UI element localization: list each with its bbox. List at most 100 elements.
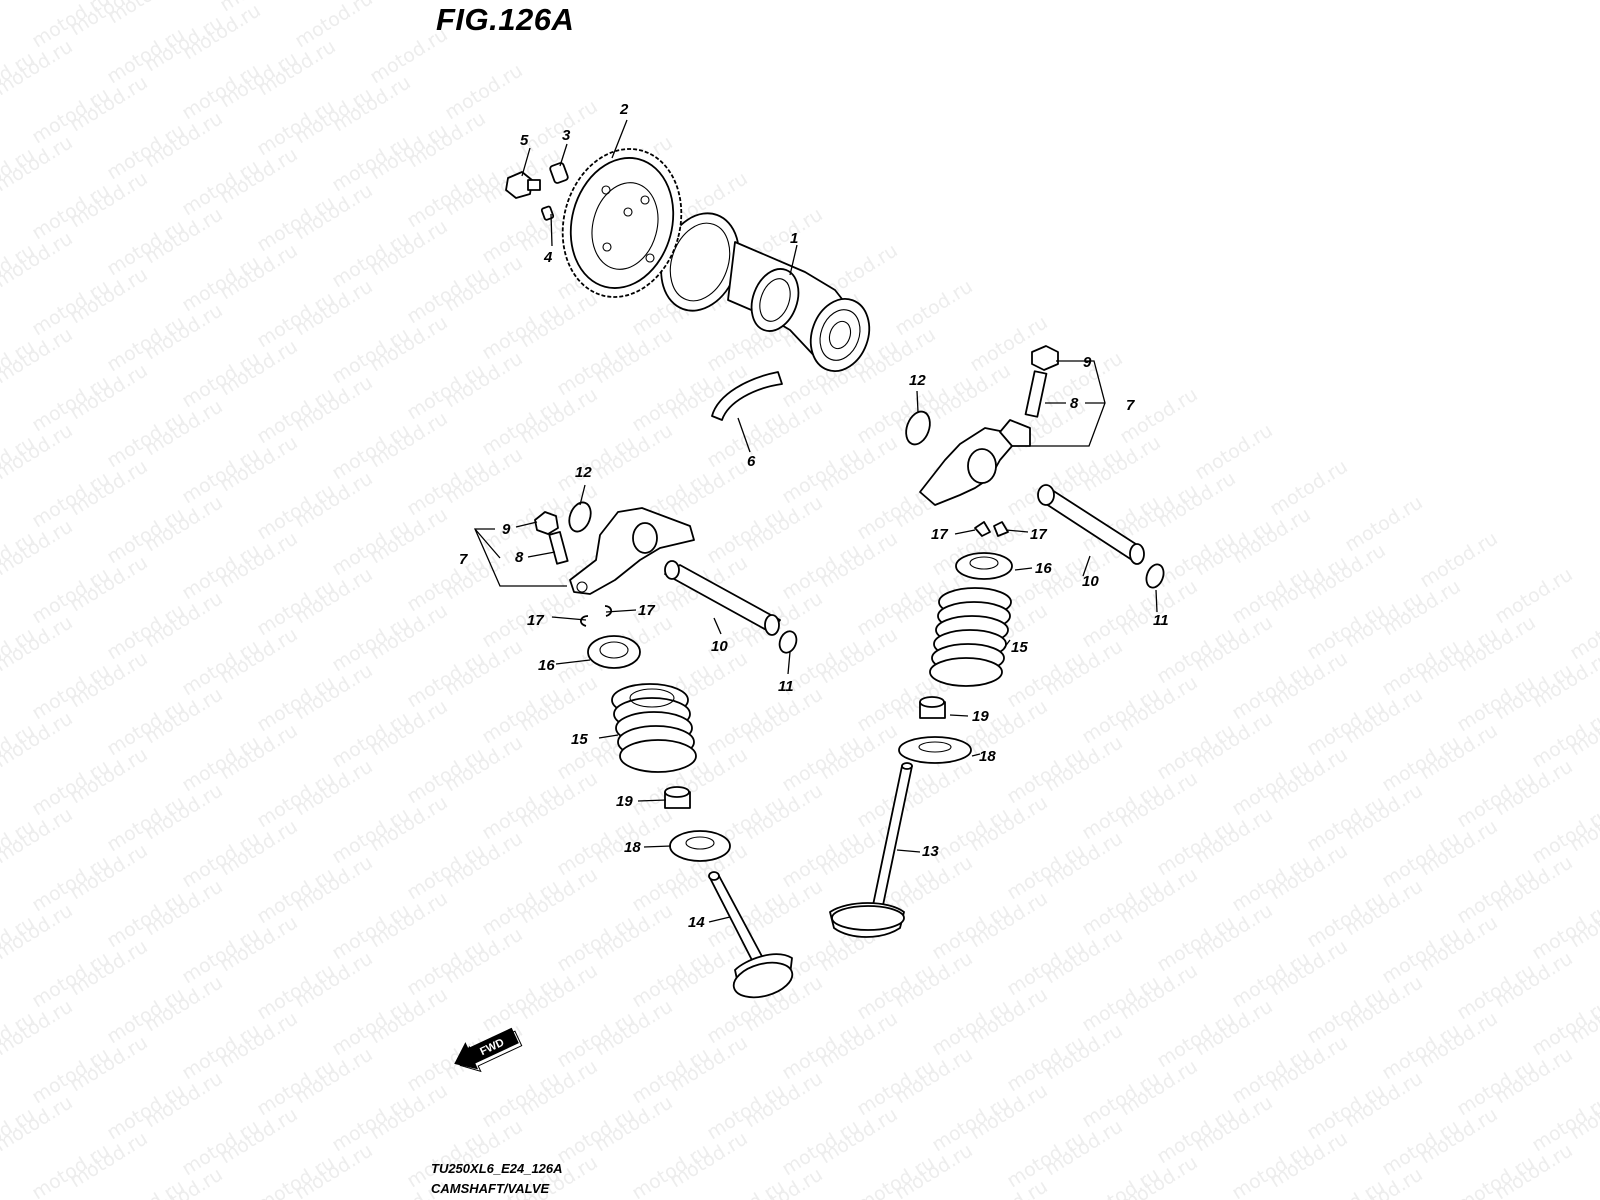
adjust-screw-left-part [548, 531, 569, 565]
o-ring-left-part [568, 501, 592, 533]
watermark-text: motod.ru [0, 959, 2, 1024]
cam-sprocket-part [561, 148, 683, 298]
callout-1: 1 [790, 230, 798, 247]
callout-10-left: 10 [711, 638, 728, 655]
half-ring-part [711, 371, 783, 421]
watermark-text: motod.ru [1116, 383, 1202, 448]
watermark-text: motod.ru [291, 0, 377, 52]
rocker-arm-left-part [569, 507, 695, 595]
spring-retainer-left-part [587, 635, 641, 669]
watermark-text: motod.ru [1416, 527, 1502, 592]
callout-18-left: 18 [624, 839, 641, 856]
watermark-text: motod.ru [853, 1151, 939, 1200]
callout-12-right: 12 [909, 372, 926, 389]
callout-14: 14 [688, 914, 705, 931]
pin-part [540, 205, 555, 221]
watermark-text: motod.ru [0, 287, 2, 352]
watermark-text: motod.ru [1266, 455, 1352, 520]
callout-18-right: 18 [979, 748, 996, 765]
spring-seat-left-part [669, 830, 731, 862]
callout-12-left: 12 [575, 464, 592, 481]
bolt-part [505, 171, 541, 199]
watermark-text: motod.ru [0, 383, 2, 448]
callout-4: 4 [543, 249, 553, 266]
watermark-text: motod.ru [0, 863, 2, 928]
o-ring-right-part [905, 410, 931, 446]
watermark-text: motod.ru [0, 0, 2, 64]
callout-8-right: 8 [1070, 395, 1079, 412]
callout-5: 5 [520, 132, 529, 149]
callout-11-right: 11 [1153, 612, 1169, 629]
callout-17-left-a: 17 [527, 612, 544, 629]
watermark-text: motod.ru [0, 575, 2, 640]
valve-spring-right-part [929, 587, 1012, 687]
watermark-text: motod.ru [0, 671, 2, 736]
callout-6: 6 [747, 453, 756, 470]
callout-19-left: 19 [616, 793, 633, 810]
callout-3: 3 [562, 127, 571, 144]
shaft-ring-right-part [1145, 563, 1165, 589]
watermark-text: motod.ru [1566, 1175, 1600, 1200]
watermark-text: motod.ru [891, 275, 977, 340]
rocker-shaft-right-part [1037, 484, 1145, 565]
callout-8-left: 8 [515, 549, 524, 566]
lock-nut-right-part [1031, 345, 1059, 371]
callout-16-right: 16 [1035, 560, 1052, 577]
callout-labels: 1 2 3 4 5 6 7 8 9 12 17 17 10 11 16 15 1… [459, 101, 1169, 931]
watermark-text: motod.ru [0, 1055, 2, 1120]
watermark-text: motod.ru [0, 0, 77, 4]
watermark-text: motod.ru [703, 1175, 789, 1200]
watermark-text: motod.ru [1191, 419, 1277, 484]
callout-9-left: 9 [502, 521, 511, 538]
spring-seat-right-part [898, 736, 972, 764]
leader-lines [474, 119, 1158, 923]
adjust-screw-right-part [1024, 370, 1048, 418]
callout-15-left: 15 [571, 731, 588, 748]
rocker-arm-right-part [919, 419, 1031, 506]
watermark-text: motod.ru [1341, 491, 1427, 556]
rocker-shaft-left-part [664, 560, 781, 636]
dowel-pin-part [549, 162, 569, 184]
watermark-text: motod.ru [0, 767, 2, 832]
watermark-text: motod.ru [0, 191, 2, 256]
watermark-text: motod.ru [1491, 563, 1577, 628]
cotter-right-part [974, 521, 1009, 537]
cotter-left-part [580, 605, 613, 627]
figure-title: FIG.126A [436, 2, 575, 37]
watermark-text: motod.ru [253, 1151, 339, 1200]
camshaft-part [660, 212, 871, 372]
watermark-text: motod.ru [1453, 1151, 1539, 1200]
watermark-text: motod.ru [0, 0, 39, 16]
callout-2: 2 [619, 101, 629, 118]
callout-7-left: 7 [459, 551, 468, 568]
valve-seal-right-part [919, 696, 946, 719]
watermark-text: motod.ru [441, 59, 527, 124]
callout-13: 13 [922, 843, 939, 860]
lock-nut-left-part [534, 511, 559, 535]
callout-17-right-b: 17 [1030, 526, 1047, 543]
callout-17-left-b: 17 [638, 602, 655, 619]
watermark-text: motod.ru [28, 0, 114, 52]
model-code: TU250XL6_E24_126A [431, 1161, 563, 1176]
callout-9-right: 9 [1083, 354, 1092, 371]
intake-valve-part [708, 871, 794, 999]
callout-15-right: 15 [1011, 639, 1028, 656]
valve-spring-left-part [611, 683, 697, 773]
watermark-text: motod.ru [0, 95, 2, 160]
spring-retainer-right-part [955, 552, 1013, 580]
watermark-text: motod.ru [0, 479, 2, 544]
valve-seal-left-part [664, 786, 691, 809]
callout-17-right-a: 17 [931, 526, 948, 543]
callout-7-right: 7 [1126, 397, 1135, 414]
callout-16-left: 16 [538, 657, 555, 674]
callout-19-right: 19 [972, 708, 989, 725]
callout-11-left: 11 [778, 678, 794, 695]
callout-10-right: 10 [1082, 573, 1099, 590]
watermark-text: motod.ru [1303, 1175, 1389, 1200]
section-name: CAMSHAFT/VALVE [431, 1181, 550, 1196]
watermark-text: motod.ru [103, 1175, 189, 1200]
shaft-ring-left-part [778, 630, 798, 654]
exhaust-valve-part [829, 762, 913, 938]
